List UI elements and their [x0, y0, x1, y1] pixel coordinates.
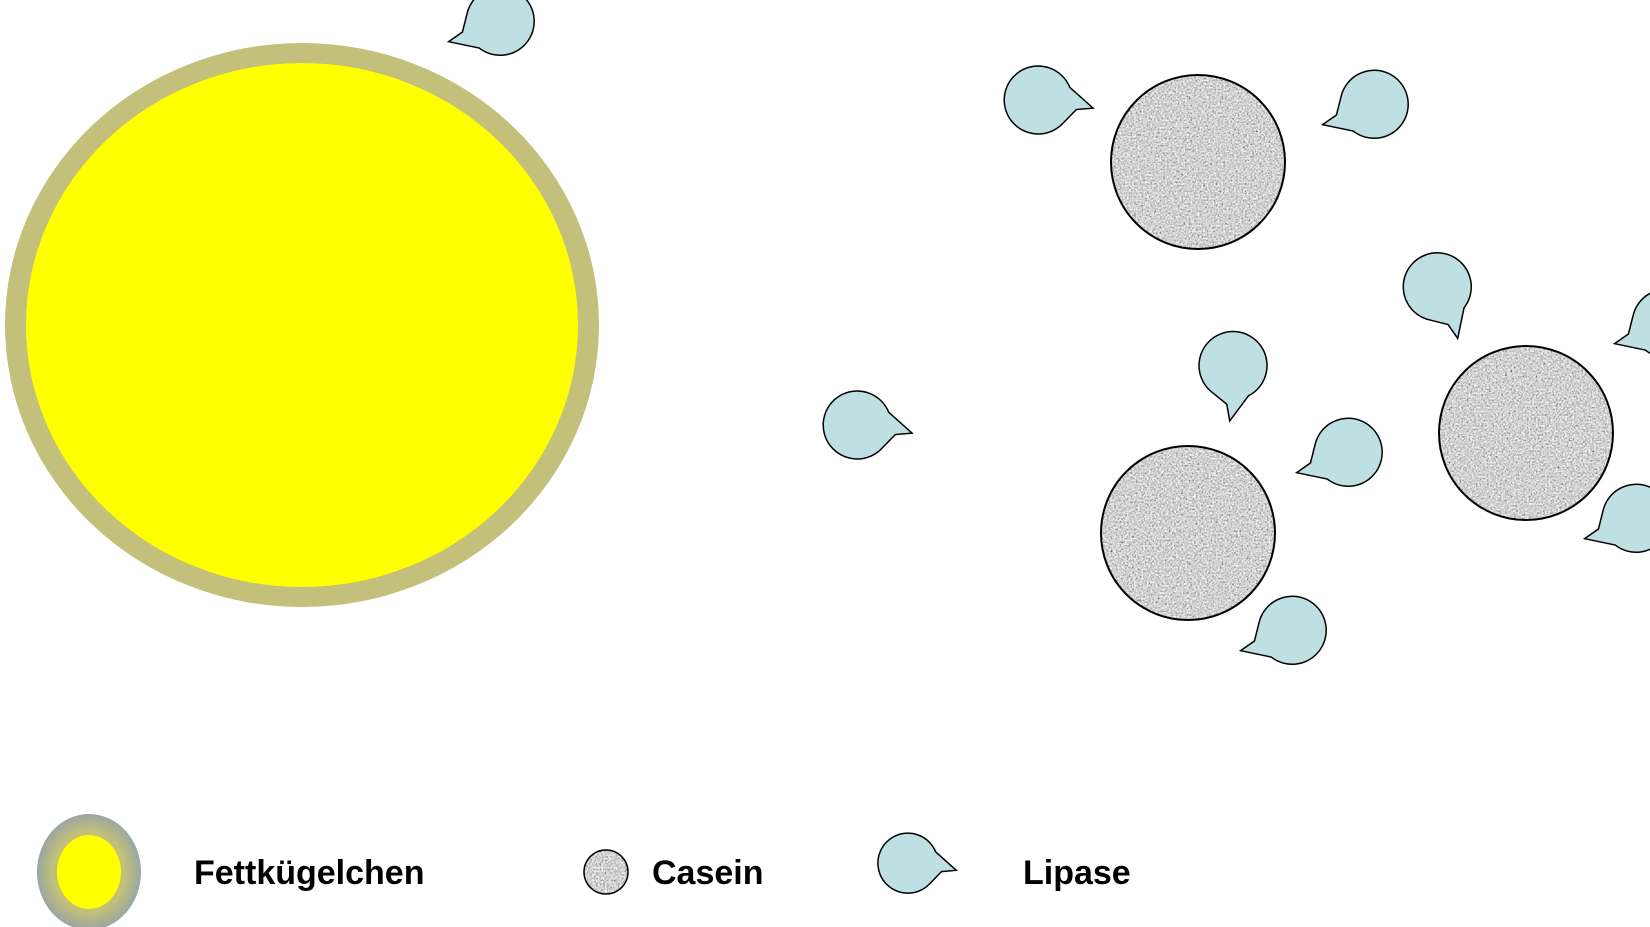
casein-micelle [1101, 446, 1275, 620]
casein-micelle [1111, 75, 1285, 249]
lipase-enzyme [1323, 70, 1409, 138]
legend-lipase-label: Lipase [1023, 854, 1131, 892]
lipase-enzyme [1004, 66, 1093, 134]
fat-globule [5, 43, 599, 607]
casein-micelle [1439, 346, 1613, 520]
lipase-enzyme [878, 833, 956, 893]
lipase-enzyme [1241, 596, 1327, 664]
lipase-enzyme [449, 0, 535, 55]
legend-lipase-icon [878, 833, 956, 893]
legend-fat-label: Fettkügelchen [194, 854, 424, 892]
legend-casein-label: Casein [652, 854, 764, 892]
lipase-enzyme [1615, 289, 1650, 357]
legend: Fettkügelchen Casein Lipase [37, 814, 1131, 927]
lipase-enzyme [823, 391, 912, 459]
lipase-enzyme [1403, 253, 1471, 339]
lipase-enzyme [1585, 484, 1650, 552]
fat-globule-core [26, 63, 578, 587]
lipase-enzyme [1199, 332, 1267, 421]
lipase-group [449, 0, 1650, 664]
legend-casein-icon [584, 850, 628, 894]
lipase-enzyme [1297, 418, 1383, 486]
legend-fat-globule-icon [37, 814, 141, 927]
